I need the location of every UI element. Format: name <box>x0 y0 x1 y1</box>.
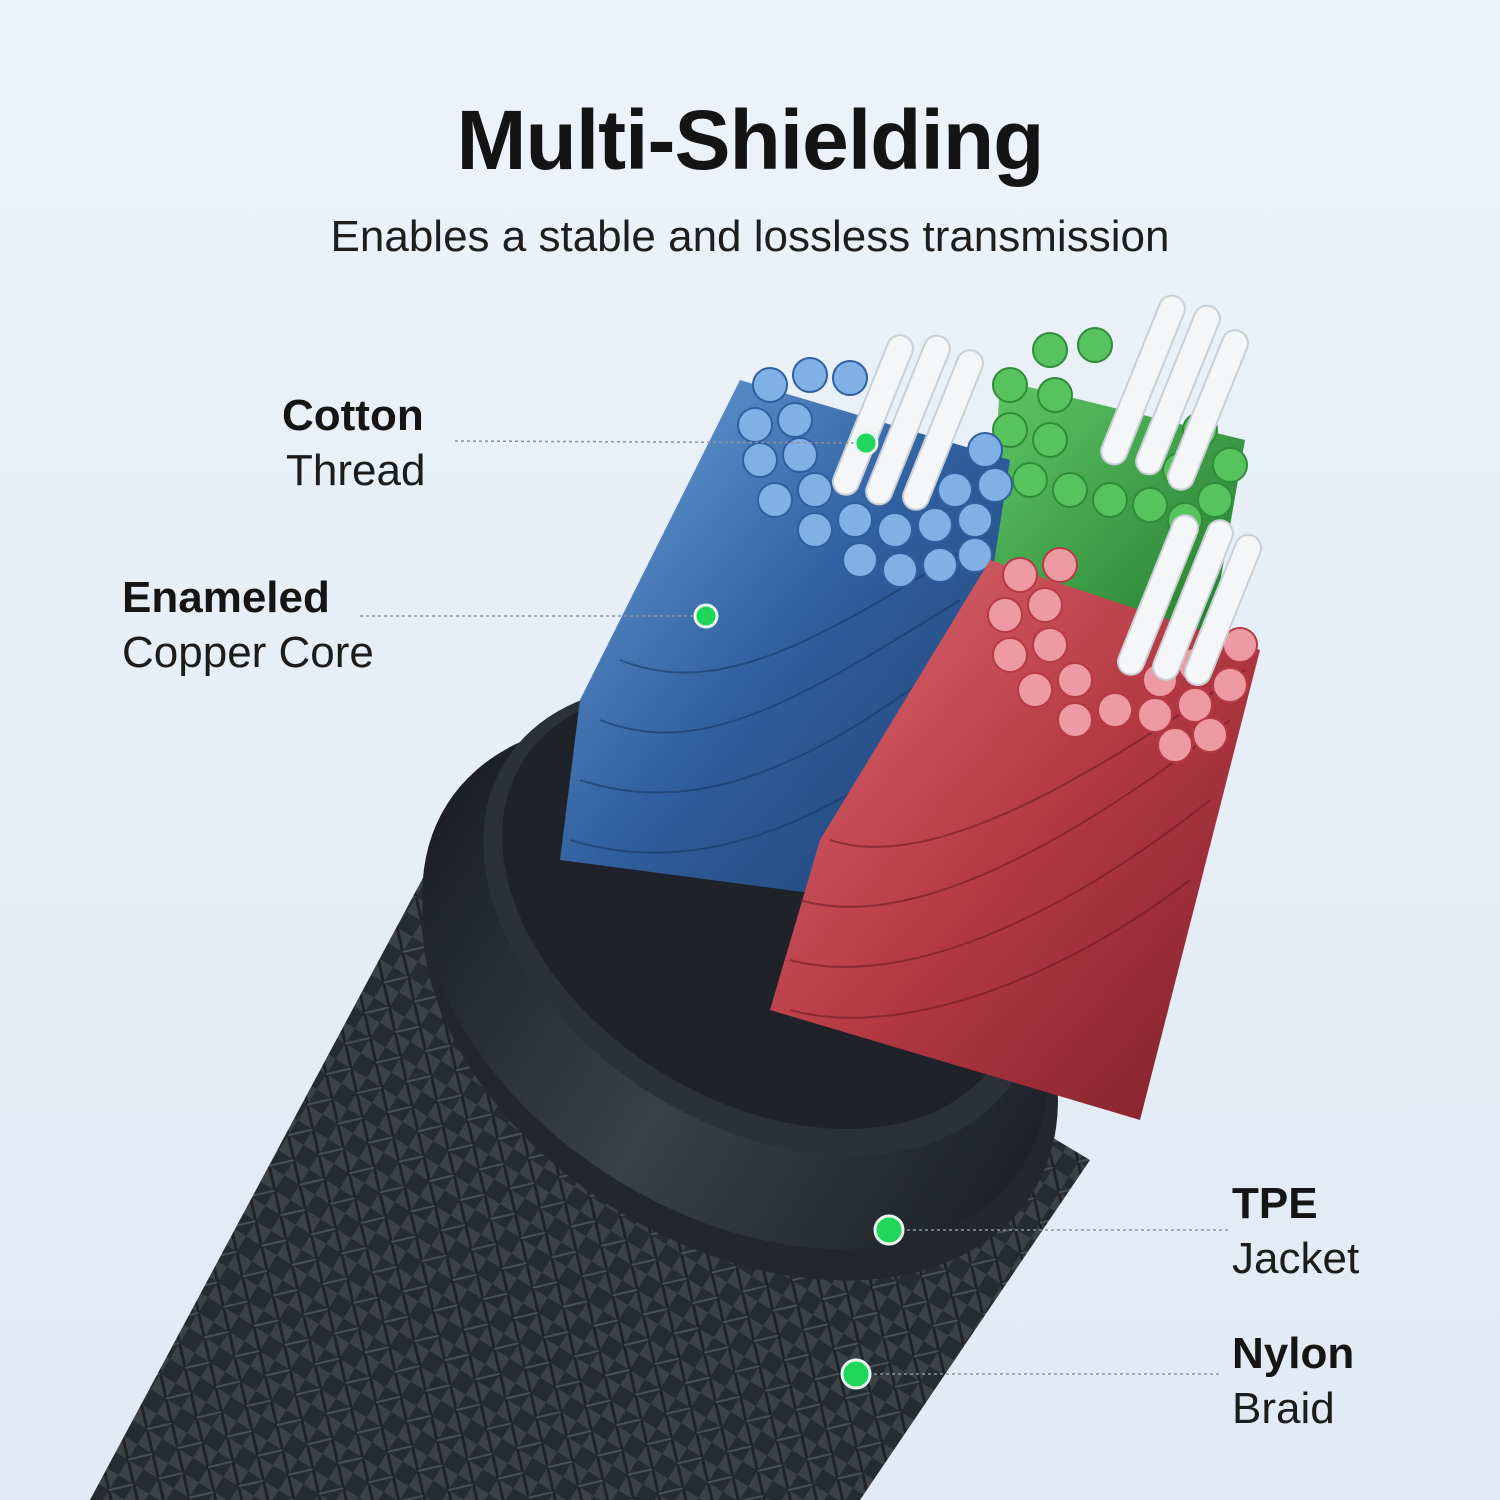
callout-leader-lines <box>360 440 1228 1375</box>
callout-subtitle: Copper Core <box>122 628 374 677</box>
callout-title: Enameled <box>122 573 330 622</box>
callout-title: TPE <box>1232 1179 1318 1228</box>
headline: Multi-Shielding <box>456 93 1045 187</box>
callout-title: Cotton <box>282 391 424 440</box>
callout-markers <box>693 430 905 1390</box>
callout-cotton-thread: Cotton Thread <box>282 388 425 498</box>
callout-subtitle: Thread <box>286 446 426 495</box>
red-conductor-bundle <box>770 547 1260 1120</box>
callout-subtitle: Jacket <box>1232 1234 1360 1283</box>
callout-title: Nylon <box>1232 1329 1355 1378</box>
marker-nylon-braid <box>840 1358 872 1390</box>
callout-tpe-jacket: TPE Jacket <box>1232 1176 1359 1286</box>
marker-cotton-thread <box>853 430 879 456</box>
cotton-thread-fibers <box>832 294 1263 687</box>
marker-tpe-jacket <box>873 1214 905 1246</box>
marker-copper-core <box>693 603 719 629</box>
callout-subtitle: Braid <box>1232 1384 1335 1433</box>
subheadline: Enables a stable and lossless transmissi… <box>330 212 1170 261</box>
callout-nylon-braid: Nylon Braid <box>1232 1326 1354 1436</box>
callout-enameled-copper-core: Enameled Copper Core <box>122 570 374 680</box>
